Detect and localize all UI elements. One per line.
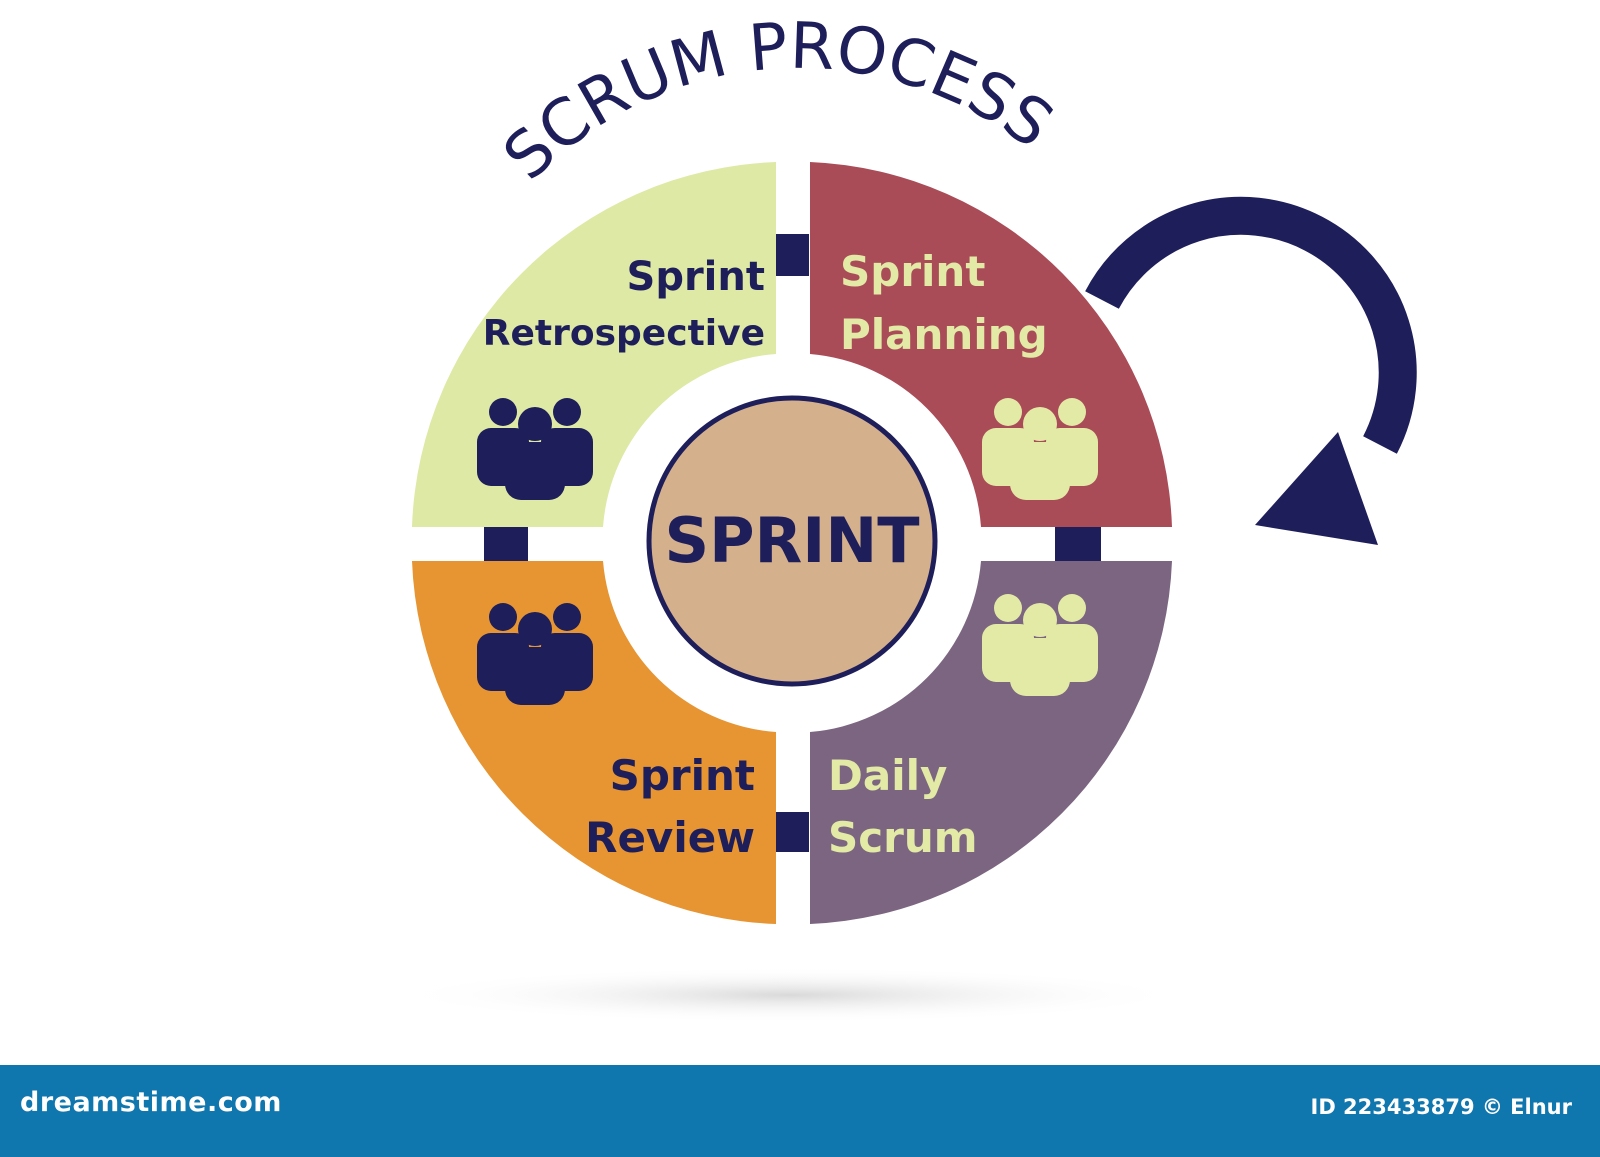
image-id-credit: ID 223433879 © Elnur <box>1310 1095 1573 1119</box>
connector-right <box>1055 523 1101 565</box>
connector-left <box>484 525 528 567</box>
diagram-title: SCRUM PROCESS <box>490 10 1066 195</box>
daily-label-line2: Scrum <box>828 813 978 862</box>
team-group-icon <box>982 594 1098 696</box>
stock-footer-bar: dreamstime.com ID 223433879 © Elnur <box>0 1065 1600 1157</box>
retrospective-label-line2: Retrospective <box>483 313 765 354</box>
daily-label-line1: Daily <box>828 751 947 800</box>
planning-label-line1: Sprint <box>840 247 985 296</box>
scrum-diagram: SPRINT SCRUM PROCESS Sprint Retrospectiv… <box>390 10 1417 1023</box>
team-group-icon <box>982 398 1098 500</box>
retrospective-label-line1: Sprint <box>627 254 765 300</box>
center-label: SPRINT <box>664 504 919 577</box>
cycle-arrow-icon <box>1085 196 1417 545</box>
team-group-icon <box>477 603 593 705</box>
planning-label-line2: Planning <box>840 310 1048 359</box>
center-circle <box>646 395 938 687</box>
dreamstime-logo: dreamstime.com <box>20 1087 282 1118</box>
review-label-line2: Review <box>585 813 755 862</box>
review-label-line1: Sprint <box>610 751 755 800</box>
floor-shadow <box>390 967 1190 1023</box>
team-group-icon <box>477 398 593 500</box>
diagram-canvas: SPRINT SCRUM PROCESS Sprint Retrospectiv… <box>390 10 1417 1023</box>
